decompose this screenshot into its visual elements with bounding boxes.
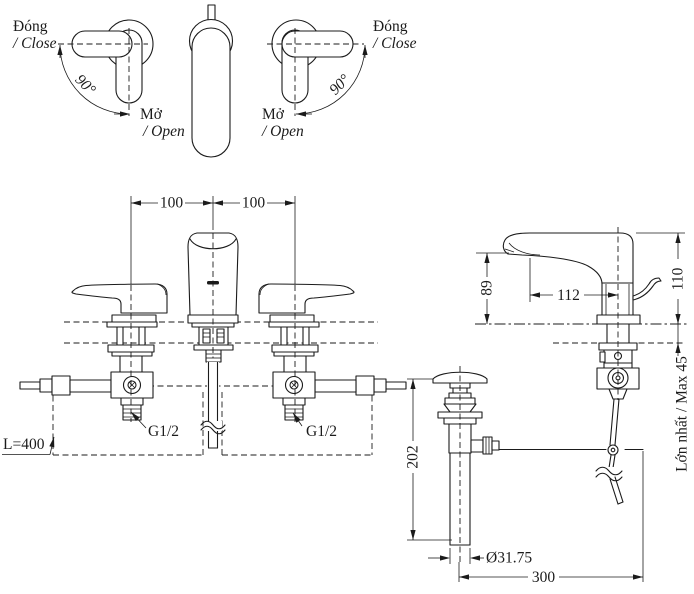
base-escutcheon xyxy=(596,314,641,325)
front-view: 100 100 xyxy=(2,195,407,456)
dim-overall-height: 110 xyxy=(636,232,687,324)
rotation-arc xyxy=(59,44,130,115)
dim-drain-drop: 202 xyxy=(405,378,452,541)
lift-rod-knob xyxy=(632,277,662,301)
label-open-en-right: / Open xyxy=(261,123,304,140)
thread-callout-left: G1/2 xyxy=(130,411,179,440)
label-open-en-left: / Open xyxy=(142,123,185,140)
dim-300: 300 xyxy=(532,569,556,586)
handle-top-view xyxy=(188,4,234,158)
label-angle-left: 90° xyxy=(71,71,98,98)
dim-drain-diameter: Ø31.75 xyxy=(428,548,532,567)
dim-89: 89 xyxy=(479,280,496,296)
break-symbol xyxy=(595,466,623,476)
label-open-right: Mở xyxy=(262,106,285,123)
faucet-side-profile xyxy=(502,232,662,325)
thread-outlet xyxy=(284,404,304,421)
label-open-left: Mở xyxy=(140,106,163,123)
handle-rotation-diagram-right: Đóng / Close 90° Mở / Open xyxy=(261,18,417,140)
dim-l400: L=400 xyxy=(3,436,45,453)
hose-length-callout: L=400 xyxy=(2,436,55,455)
dim-hole-spacing: 100 100 xyxy=(130,195,296,288)
dim-110: 110 xyxy=(670,267,687,290)
dim-100-left: 100 xyxy=(160,195,184,212)
dim-spout-height: 89 xyxy=(476,252,509,324)
label-close-left: Đóng xyxy=(13,18,48,35)
lever-handle xyxy=(258,283,355,314)
rotation-arc xyxy=(295,44,366,115)
label-angle-right: 90° xyxy=(326,71,353,98)
dim-max45: Lớn nhất / Max 45 xyxy=(674,356,691,472)
handle-assembly-right xyxy=(258,283,407,421)
handle-rotation-diagram-left: Đóng / Close 90° Mở / Open xyxy=(12,18,185,140)
dim-rod-reach: 300 xyxy=(458,451,644,586)
dim-g12-right: G1/2 xyxy=(306,423,337,440)
dim-202: 202 xyxy=(405,445,422,468)
label-close-en-left: / Close xyxy=(12,35,57,52)
drain-assembly xyxy=(432,371,644,546)
handle-lever-top-view xyxy=(191,27,231,158)
under-deck-mounting xyxy=(596,323,640,446)
dim-112: 112 xyxy=(557,287,580,304)
label-close-en-right: / Close xyxy=(372,35,417,52)
lever-handle xyxy=(71,283,168,314)
label-close-right: Đóng xyxy=(373,18,408,35)
dim-100-right: 100 xyxy=(242,195,266,212)
side-view: 112 89 110 Lớn nhất / Max 45 xyxy=(405,227,691,586)
dim-g12-left: G1/2 xyxy=(148,423,179,440)
handle-assembly-left xyxy=(19,283,168,421)
dim-max-deck: Lớn nhất / Max 45 xyxy=(674,324,691,472)
dim-spout-reach: 112 xyxy=(529,258,618,304)
break-symbol xyxy=(200,420,226,430)
dim-dia: Ø31.75 xyxy=(486,550,532,567)
thread-callout-right: G1/2 xyxy=(292,412,337,440)
